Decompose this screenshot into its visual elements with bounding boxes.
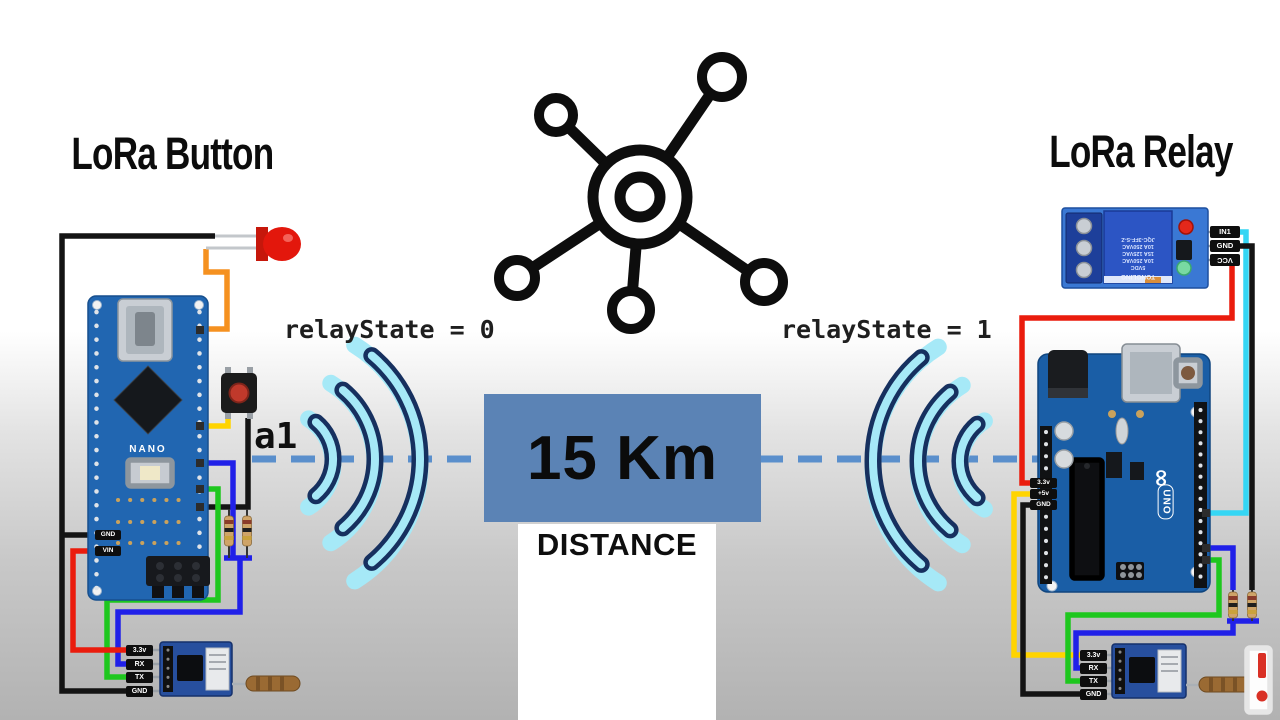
nano-pin-gnd: GND [95, 530, 121, 540]
dc-jack [1048, 350, 1088, 398]
wire-yellow-right [1011, 491, 1080, 658]
push-button [221, 367, 257, 419]
right-circuit [1011, 207, 1273, 715]
wire-black-relay [1240, 243, 1255, 590]
relay-cube-label: TONGLING 5VDC 10A 250VAC 15A 125VAC 10A … [1106, 214, 1170, 280]
distance-caption: DISTANCE [536, 527, 698, 562]
relay-green-led [1176, 260, 1192, 276]
lora-module-right [1107, 643, 1256, 699]
atmega-chip [1069, 457, 1105, 581]
resistor [1228, 591, 1238, 619]
resistors-left [224, 509, 252, 558]
nano-board-label: NANO [129, 444, 167, 455]
antenna-left [232, 675, 301, 692]
lora-module-left [153, 641, 301, 697]
wifi-signal-left-icon [300, 336, 429, 590]
left-device-title: LoRa Button [71, 128, 274, 179]
wire-green-right [1065, 557, 1222, 684]
resistor [242, 515, 252, 547]
network-hub-icon [494, 52, 788, 334]
relay-pin-vcc: VCC [1210, 254, 1240, 266]
resistor [1247, 591, 1257, 619]
pin-connectors-left [196, 326, 204, 511]
wire-a1-label: a1 [254, 416, 298, 457]
relay-state-right-label: relayState = 1 [781, 315, 992, 344]
red-led [206, 227, 301, 261]
wire-cyan-relay [1206, 229, 1249, 516]
lora-right-pin-tx: TX [1080, 676, 1107, 687]
lora-left-pin-3v3: 3.3v [126, 645, 153, 656]
left-circuit [59, 227, 301, 697]
lora-left-pin-rx: RX [126, 659, 153, 670]
lora-right-pin-rx: RX [1080, 663, 1107, 674]
right-device-title: LoRa Relay [1049, 126, 1233, 177]
nano-pin-vin: VIN [95, 546, 121, 556]
uno-board-label: UNO [1157, 484, 1174, 520]
relay-cube [1103, 210, 1173, 284]
uno-pin-3v3: 3.3v [1030, 478, 1057, 488]
corner-watermark [1244, 645, 1273, 715]
mcu-chip [113, 365, 183, 435]
wire-orange-led [199, 249, 230, 332]
resistor [224, 515, 234, 547]
wire-red-left [70, 548, 126, 653]
wifi-signal-right-icon [864, 338, 993, 592]
distance-value: 15 Km [526, 423, 719, 493]
wire-black-uno-gnd [1020, 502, 1080, 697]
uno-pin-5v: +5v [1030, 489, 1057, 499]
uno-pin-gnd: GND [1030, 500, 1057, 510]
relay-module [1061, 207, 1212, 289]
lora-right-pin-3v3: 3.3v [1080, 650, 1107, 661]
lora-left-pin-tx: TX [126, 672, 153, 683]
relay-pin-gnd: GND [1210, 240, 1240, 252]
center-white-strip [518, 524, 716, 720]
relay-brand: TONGLING [1120, 273, 1156, 280]
relay-red-led [1178, 219, 1194, 235]
resistors-right [1228, 590, 1257, 621]
lora-left-pin-gnd: GND [126, 686, 153, 697]
wire-red-right [1019, 262, 1235, 486]
lora-right-pin-gnd: GND [1080, 689, 1107, 700]
distance-box: 15 Km [484, 394, 761, 522]
relay-state-left-label: relayState = 0 [284, 315, 495, 344]
pin-connectors-right [1202, 509, 1210, 564]
relay-pin-in1: IN1 [1210, 226, 1240, 238]
arduino-uno-board [1037, 343, 1211, 593]
arduino-nano-board [87, 295, 210, 601]
